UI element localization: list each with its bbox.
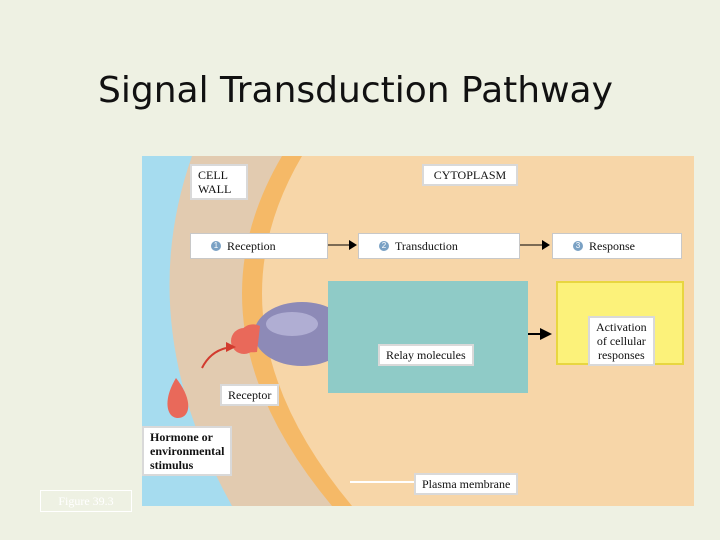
step-3-number: 3 <box>573 241 583 251</box>
extracellular-region <box>142 156 232 506</box>
signal-pathway-figure: CELL WALL CYTOPLASM 1 Reception 2 Transd… <box>142 156 694 506</box>
step-transduction: 2 Transduction <box>358 233 520 259</box>
step-2-label: Transduction <box>395 238 458 253</box>
relay-molecules-label: Relay molecules <box>378 344 474 366</box>
cytoplasm-label: CYTOPLASM <box>422 164 518 186</box>
step-2-number: 2 <box>379 241 389 251</box>
response-detail-label: Activation of cellular responses <box>588 316 655 366</box>
step-reception: 1 Reception <box>190 233 328 259</box>
hormone-molecule <box>167 378 189 418</box>
relay-area <box>328 281 528 393</box>
slide-title: Signal Transduction Pathway <box>98 70 613 111</box>
step-1-number: 1 <box>211 241 221 251</box>
cell-wall-label: CELL WALL <box>190 164 248 200</box>
receptor-label: Receptor <box>220 384 280 406</box>
step-response: 3 Response <box>552 233 682 259</box>
step-3-label: Response <box>589 238 635 253</box>
figure-caption: Figure 39.3 <box>40 490 132 512</box>
plasma-membrane-label: Plasma membrane <box>414 473 519 495</box>
step-1-label: Reception <box>227 238 276 253</box>
hormone-label: Hormone or environmental stimulus <box>142 426 233 476</box>
